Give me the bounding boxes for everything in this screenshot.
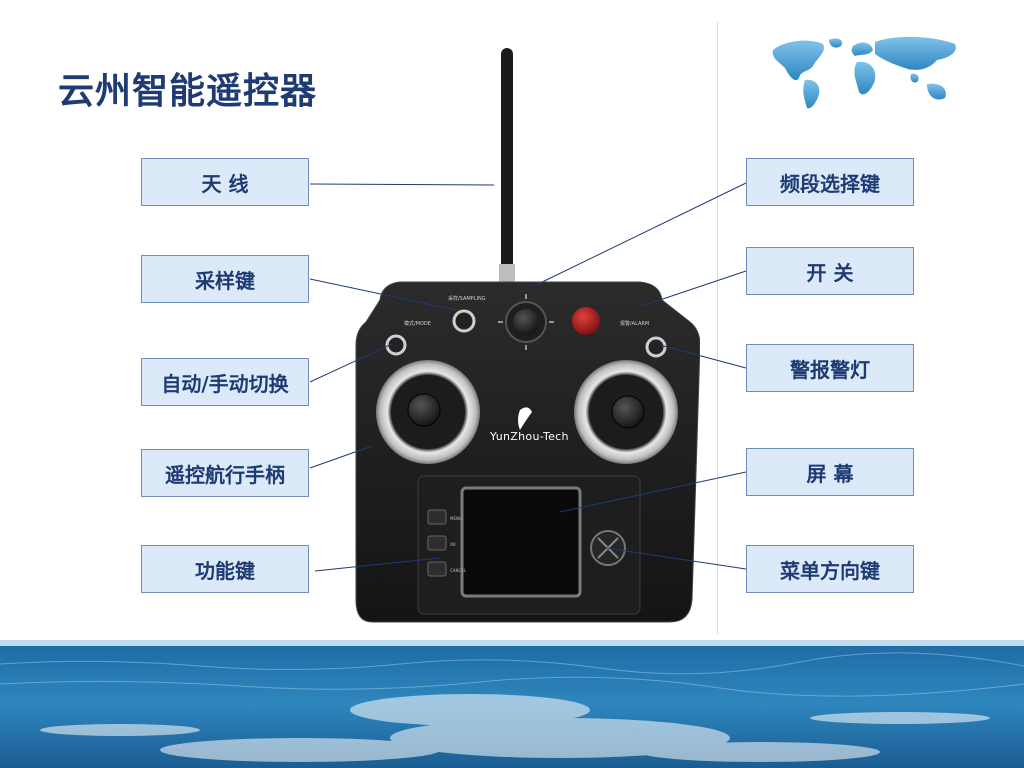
remote-controller: 采样/SAMPLING 模式/MODE 报警/ALARM <box>355 48 700 623</box>
leader-line-alarm <box>659 344 747 369</box>
svg-text:采样/SAMPLING: 采样/SAMPLING <box>448 295 486 302</box>
label-antenna: 天 线 <box>141 158 309 206</box>
label-band-select-key: 频段选择键 <box>746 158 914 206</box>
label-joysticks: 遥控航行手柄 <box>141 449 309 497</box>
svg-text:MENU: MENU <box>450 516 462 521</box>
sea-background-image <box>0 640 1024 768</box>
leader-line-function <box>314 557 441 572</box>
page-title: 云州智能遥控器 <box>58 71 318 112</box>
label-sampling-key: 采样键 <box>141 255 309 303</box>
leader-line-joystick <box>309 445 373 469</box>
svg-text:CANCEL: CANCEL <box>450 568 467 573</box>
leader-line-screen <box>559 471 747 513</box>
vertical-divider <box>717 22 718 634</box>
label-alarm-light: 警报警灯 <box>746 344 914 392</box>
leader-line-band <box>533 182 747 287</box>
label-screen: 屏 幕 <box>746 448 914 496</box>
svg-text:模式/MODE: 模式/MODE <box>404 320 431 327</box>
svg-text:OK: OK <box>450 542 456 547</box>
svg-text:报警/ALARM: 报警/ALARM <box>620 320 649 327</box>
leader-line-antenna <box>309 183 495 186</box>
device-brand: YunZhou-Tech <box>490 430 569 443</box>
leader-line-sampling <box>309 278 457 311</box>
label-function-keys: 功能键 <box>141 545 309 593</box>
label-power-switch: 开 关 <box>746 247 914 295</box>
world-map-icon <box>772 36 956 109</box>
label-auto-manual-switch: 自动/手动切换 <box>141 358 309 406</box>
leader-line-power <box>641 270 747 307</box>
label-menu-direction-key: 菜单方向键 <box>746 545 914 593</box>
leader-line-mode <box>309 343 393 383</box>
leader-line-menu <box>605 547 747 570</box>
